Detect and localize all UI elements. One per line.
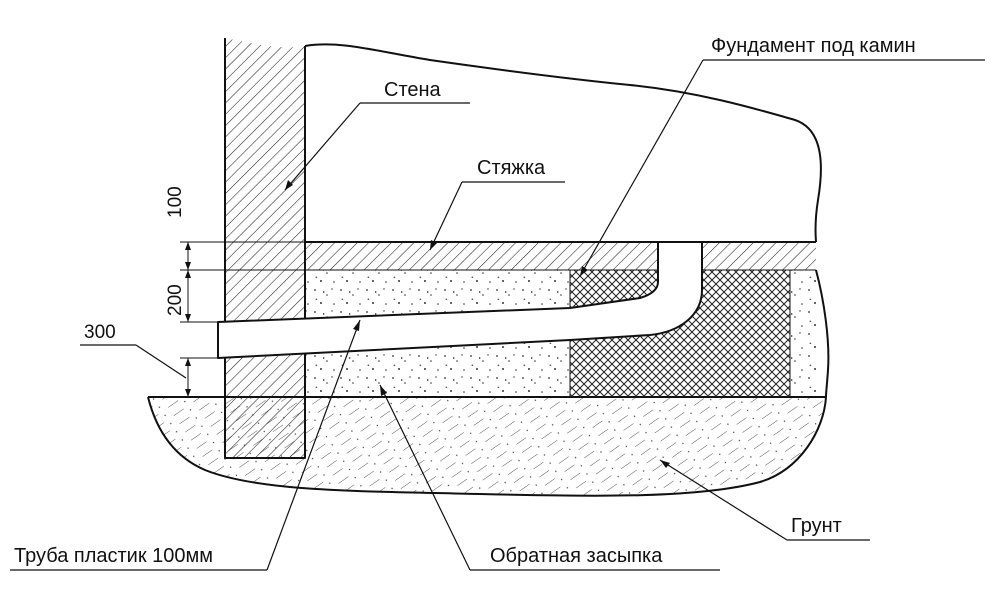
dimension-lines [180,241,305,397]
leader-lines [10,59,985,571]
dimension-200: 200 [165,284,186,316]
dimension-300: 300 [84,322,116,343]
soil-label: Грунт [791,515,842,537]
plastic-pipe [217,241,703,359]
screed-label: Стяжка [477,157,546,179]
foundation-label: Фундамент под камин [711,35,916,57]
backfill-label: Обратная засыпка [490,545,663,567]
wall-label: Стена [384,79,442,101]
screed [305,241,816,271]
dimension-100: 100 [165,186,186,218]
wall [224,38,306,459]
room-outline [304,43,830,398]
pipe-label: Труба пластик 100мм [14,545,213,567]
